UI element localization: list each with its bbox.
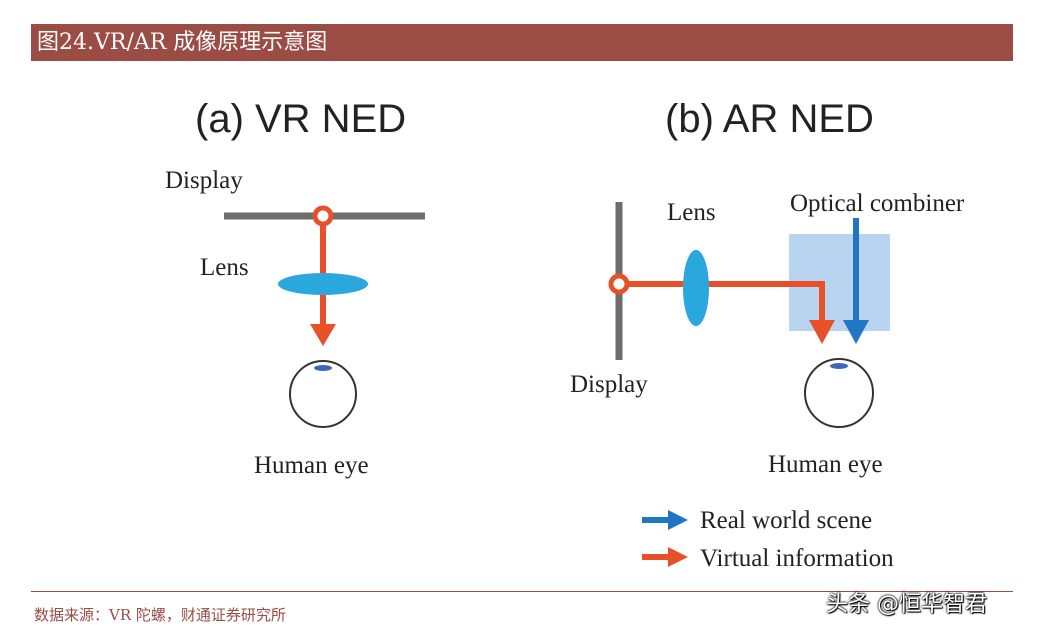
source-note: 数据来源：VR 陀螺，财通证券研究所 — [34, 606, 286, 624]
panel-a-eye-pupil — [314, 365, 332, 371]
legend-virtual-arrowhead — [668, 547, 688, 567]
panel-b-pixel-point — [608, 273, 630, 295]
figure-title: 图24.VR/AR 成像原理示意图 — [31, 24, 1013, 61]
panel-a-virtual-arrowhead — [310, 324, 336, 346]
panel-b-lens — [683, 250, 709, 326]
panel-b-real-arrowhead — [843, 320, 869, 344]
panel-b-virtual-arrowhead — [809, 320, 835, 344]
panel-a-eye-label: Human eye — [254, 452, 369, 479]
panel-b-human-eye — [804, 358, 874, 428]
panel-a-human-eye — [289, 360, 357, 428]
panel-b-title: (b) AR NED — [665, 97, 874, 141]
panel-a-title: (a) VR NED — [195, 97, 406, 141]
legend-real-arrowhead — [668, 510, 688, 530]
panel-a-lens-label: Lens — [200, 254, 249, 281]
legend-real-label: Real world scene — [700, 507, 872, 534]
panel-b-combiner-label: Optical combiner — [790, 190, 965, 217]
panel-b-lens-label: Lens — [667, 199, 716, 226]
source-divider — [31, 591, 1013, 592]
panel-a-display-label: Display — [165, 167, 243, 194]
watermark: 头条 @恒华智君 — [826, 592, 987, 617]
panel-b-display-label: Display — [570, 371, 648, 398]
panel-a-pixel-point — [312, 205, 334, 227]
legend-virtual-label: Virtual information — [700, 545, 894, 572]
panel-b-eye-label: Human eye — [768, 451, 883, 478]
panel-b-eye-pupil — [830, 363, 848, 369]
panel-a-lens — [278, 273, 368, 295]
